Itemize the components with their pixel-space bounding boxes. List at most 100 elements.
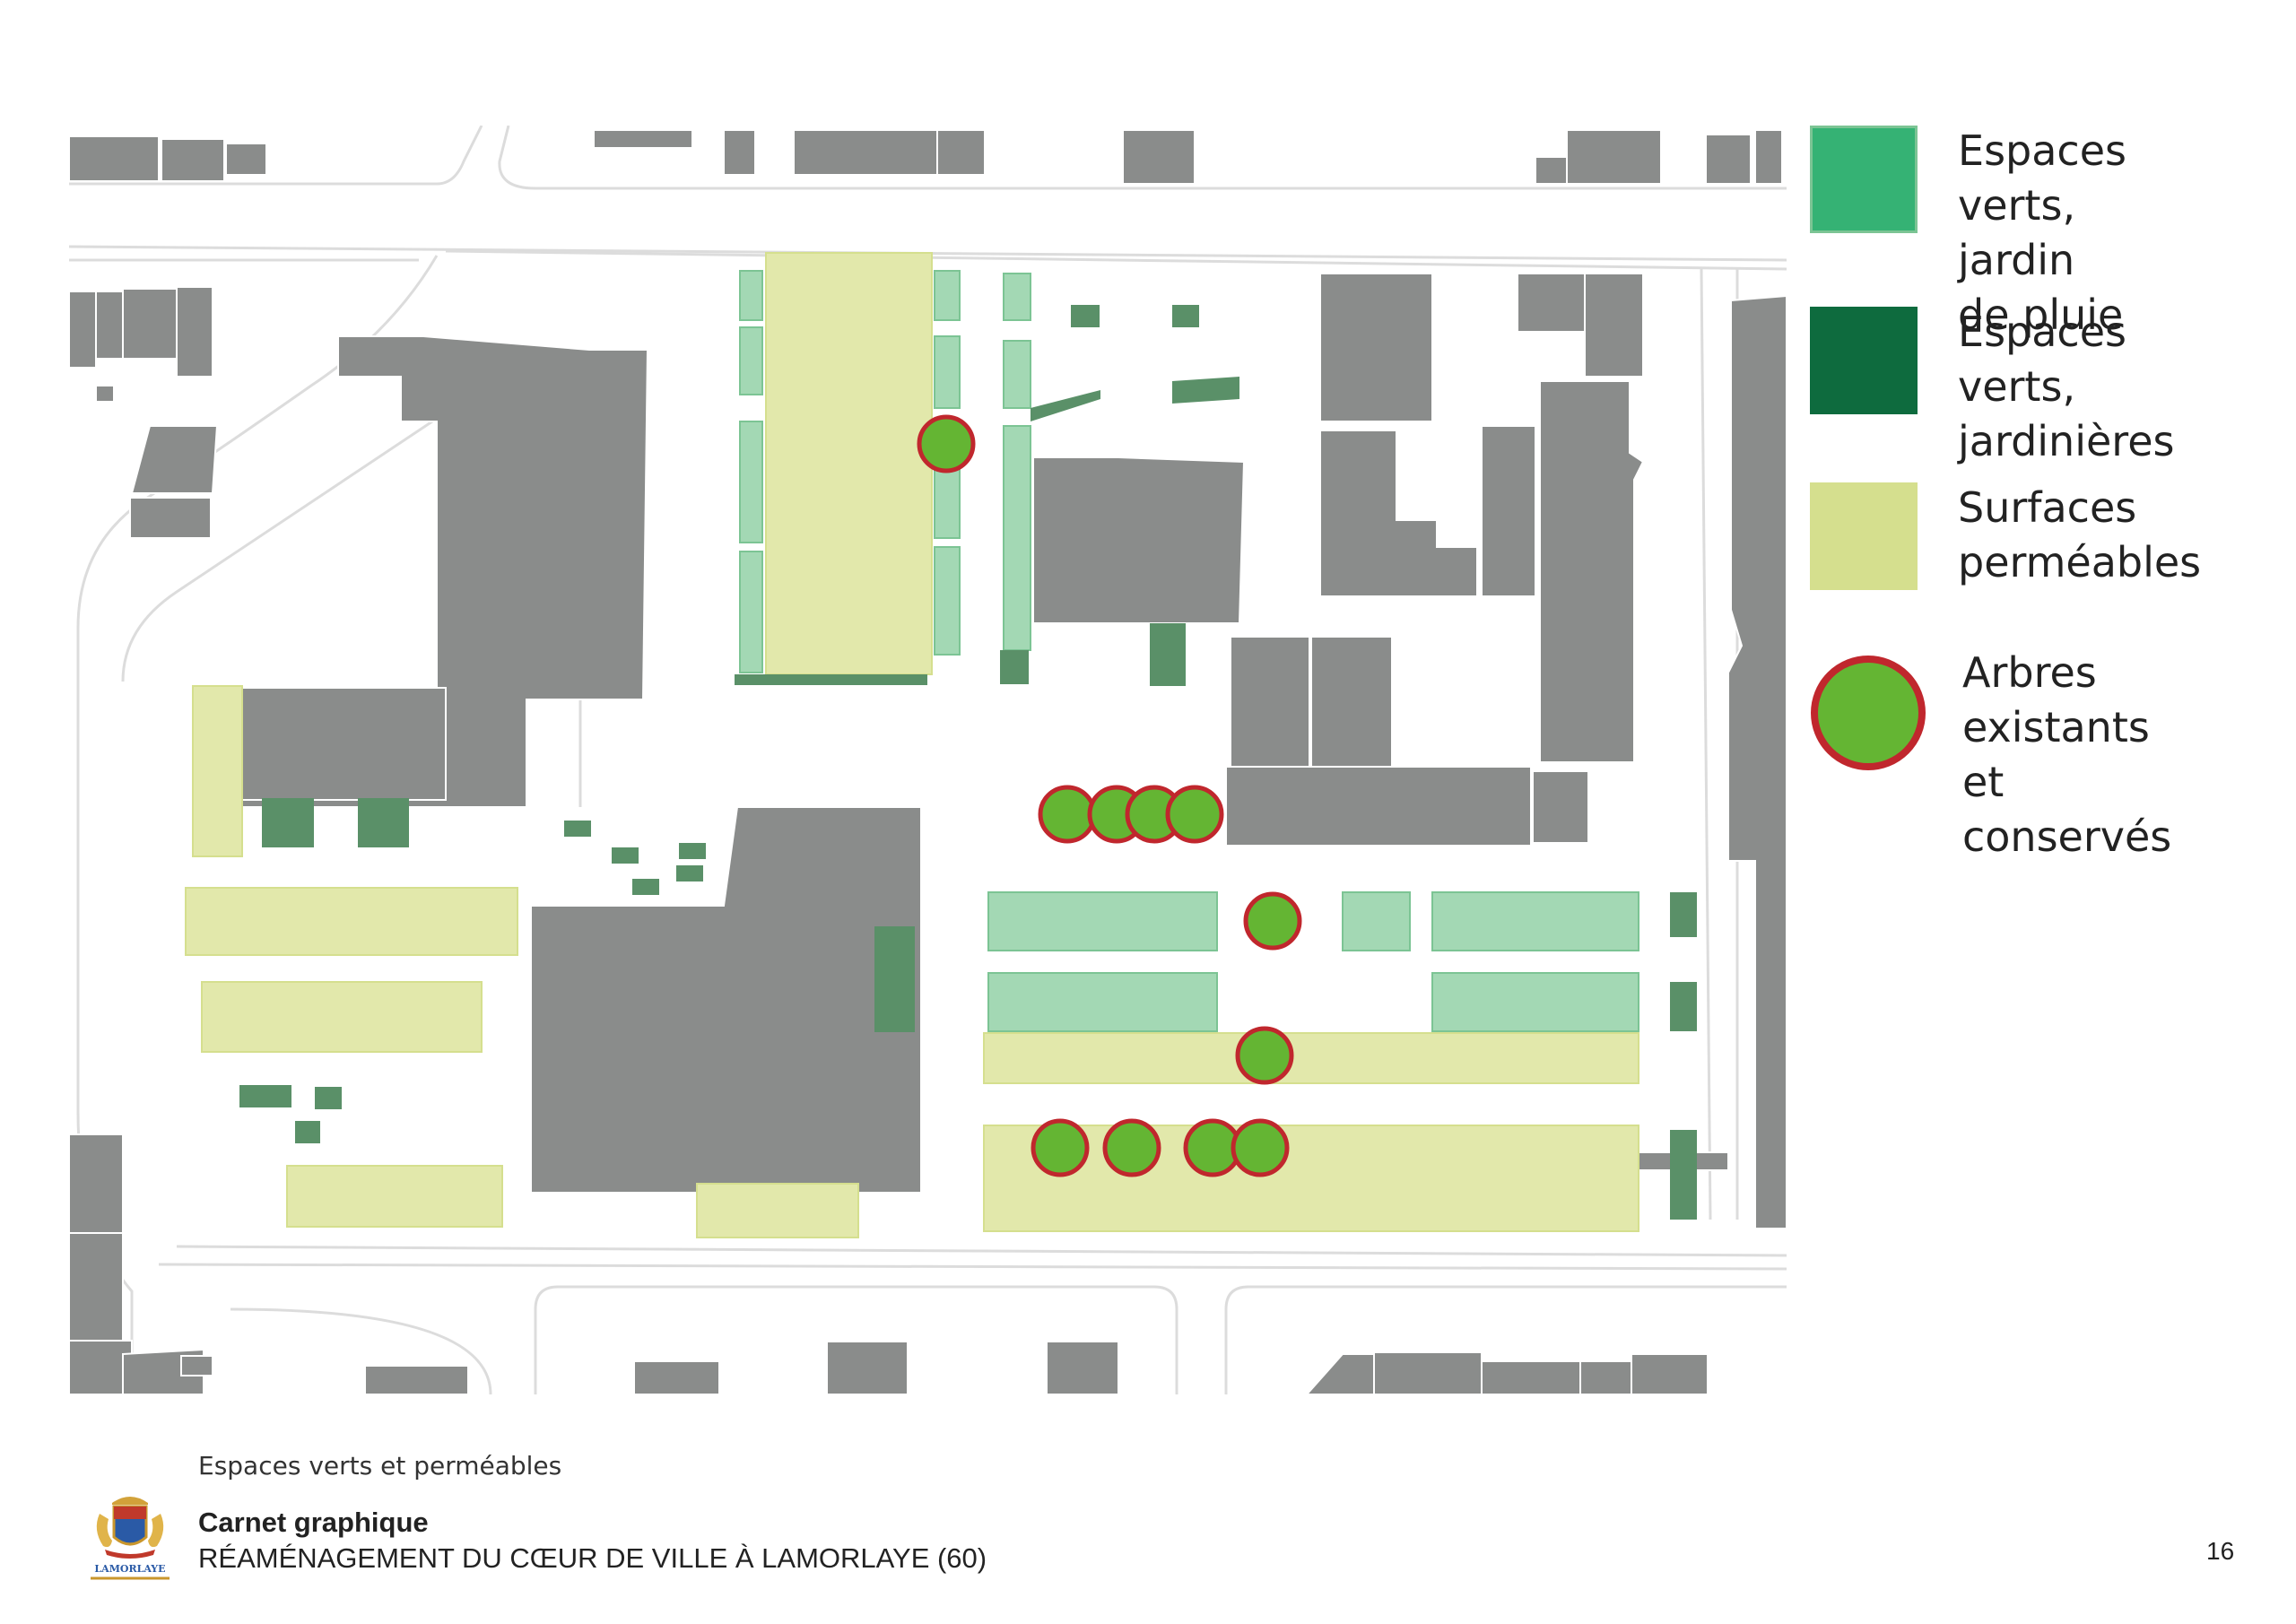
rain-garden-swatch [1810,126,1918,233]
permeable-surface [983,1032,1639,1084]
road-south-bottom [158,1263,1787,1271]
surfaces-permeables-layer [185,252,1639,1238]
road-north-upper [69,126,483,186]
planter [239,1085,291,1107]
permeable-surface [192,685,243,857]
rain-garden [1003,340,1031,409]
jardinieres-layer [239,305,1697,1220]
rain-garden [739,421,763,543]
building [1584,273,1644,378]
planter [612,847,639,864]
building [1579,1360,1639,1394]
building [1122,129,1196,185]
tree [1038,785,1097,844]
permeable-surface [983,1125,1639,1232]
building [1032,456,1246,624]
building [936,129,986,176]
building [1532,770,1589,844]
planter [358,798,409,847]
planter [735,674,927,685]
building [1631,1353,1709,1394]
planter [1172,305,1199,327]
building [1230,636,1310,768]
rain-garden [1003,273,1031,321]
lamorlaye-coat-of-arms-icon: LAMORLAYE [87,1487,173,1584]
logo-text: LAMORLAYE [94,1563,165,1575]
building [1539,380,1645,763]
tree [1235,1026,1294,1085]
tree [1102,1118,1161,1177]
planter [676,865,703,881]
building [1305,1353,1375,1394]
legend-label: Surfaces perméables [1958,483,2202,586]
road-west-inner [121,411,447,682]
road-north-main-top [498,126,1787,190]
building [1566,129,1662,185]
tree [1231,1118,1290,1177]
building [130,425,219,494]
permeable-surface [286,1165,503,1228]
page-number: 16 [2206,1537,2235,1565]
rain-garden [987,972,1218,1032]
building [95,291,124,360]
building [633,1360,720,1394]
building [180,1355,213,1376]
rain-garden [1342,891,1411,951]
building [122,288,178,360]
planter [295,1121,320,1143]
building [1705,134,1752,185]
building [826,1341,909,1394]
building [69,291,97,369]
building [129,497,212,539]
road-south-top [176,1245,1787,1257]
permeable-surface [201,981,483,1053]
planter [874,926,915,1032]
planter [632,879,659,895]
planter [1670,982,1697,1031]
planter [1172,377,1239,404]
building [1225,766,1532,847]
building [1319,273,1433,422]
rain-garden [739,551,763,673]
building [1535,156,1568,185]
rain-garden [934,335,961,409]
building [593,129,693,149]
planter [1071,305,1100,327]
planter [1670,1130,1697,1220]
legend-label: Espaces verts, jardinières [1958,308,2175,465]
tree-icon [1811,656,1926,770]
building [1319,430,1478,597]
building [225,143,267,176]
permeable-surface [185,887,518,956]
road-south-block-2 [1224,1285,1787,1394]
building [176,286,213,378]
building [530,806,922,1194]
rain-garden [1003,425,1031,651]
site-plan-svg [69,126,1787,1394]
building [793,129,938,176]
site-plan-map [69,126,1787,1394]
planter [1670,892,1697,937]
planter [1031,390,1100,421]
building [1046,1341,1119,1394]
building [1373,1351,1483,1394]
building [723,129,756,176]
building [1481,425,1536,597]
permeable-surface-swatch [1810,482,1918,590]
map-caption: Espaces verts et perméables [198,1451,562,1481]
rain-garden [1431,891,1639,951]
rain-garden [739,270,763,321]
arbres-layer [917,414,1302,1177]
rain-garden [739,326,763,395]
building [364,1365,469,1394]
building [1310,636,1393,768]
espaces-verts-pluie-layer [739,270,1639,1032]
rain-garden [934,546,961,656]
tree [917,414,976,473]
building [161,138,225,182]
legend-label: Espaces verts, jardin de pluie [1958,126,2126,339]
document-subtitle: RÉAMÉNAGEMENT DU CŒUR DE VILLE À LAMORLA… [198,1542,987,1574]
rain-garden [934,270,961,321]
building [69,1340,133,1394]
permeable-surface [696,1183,859,1238]
